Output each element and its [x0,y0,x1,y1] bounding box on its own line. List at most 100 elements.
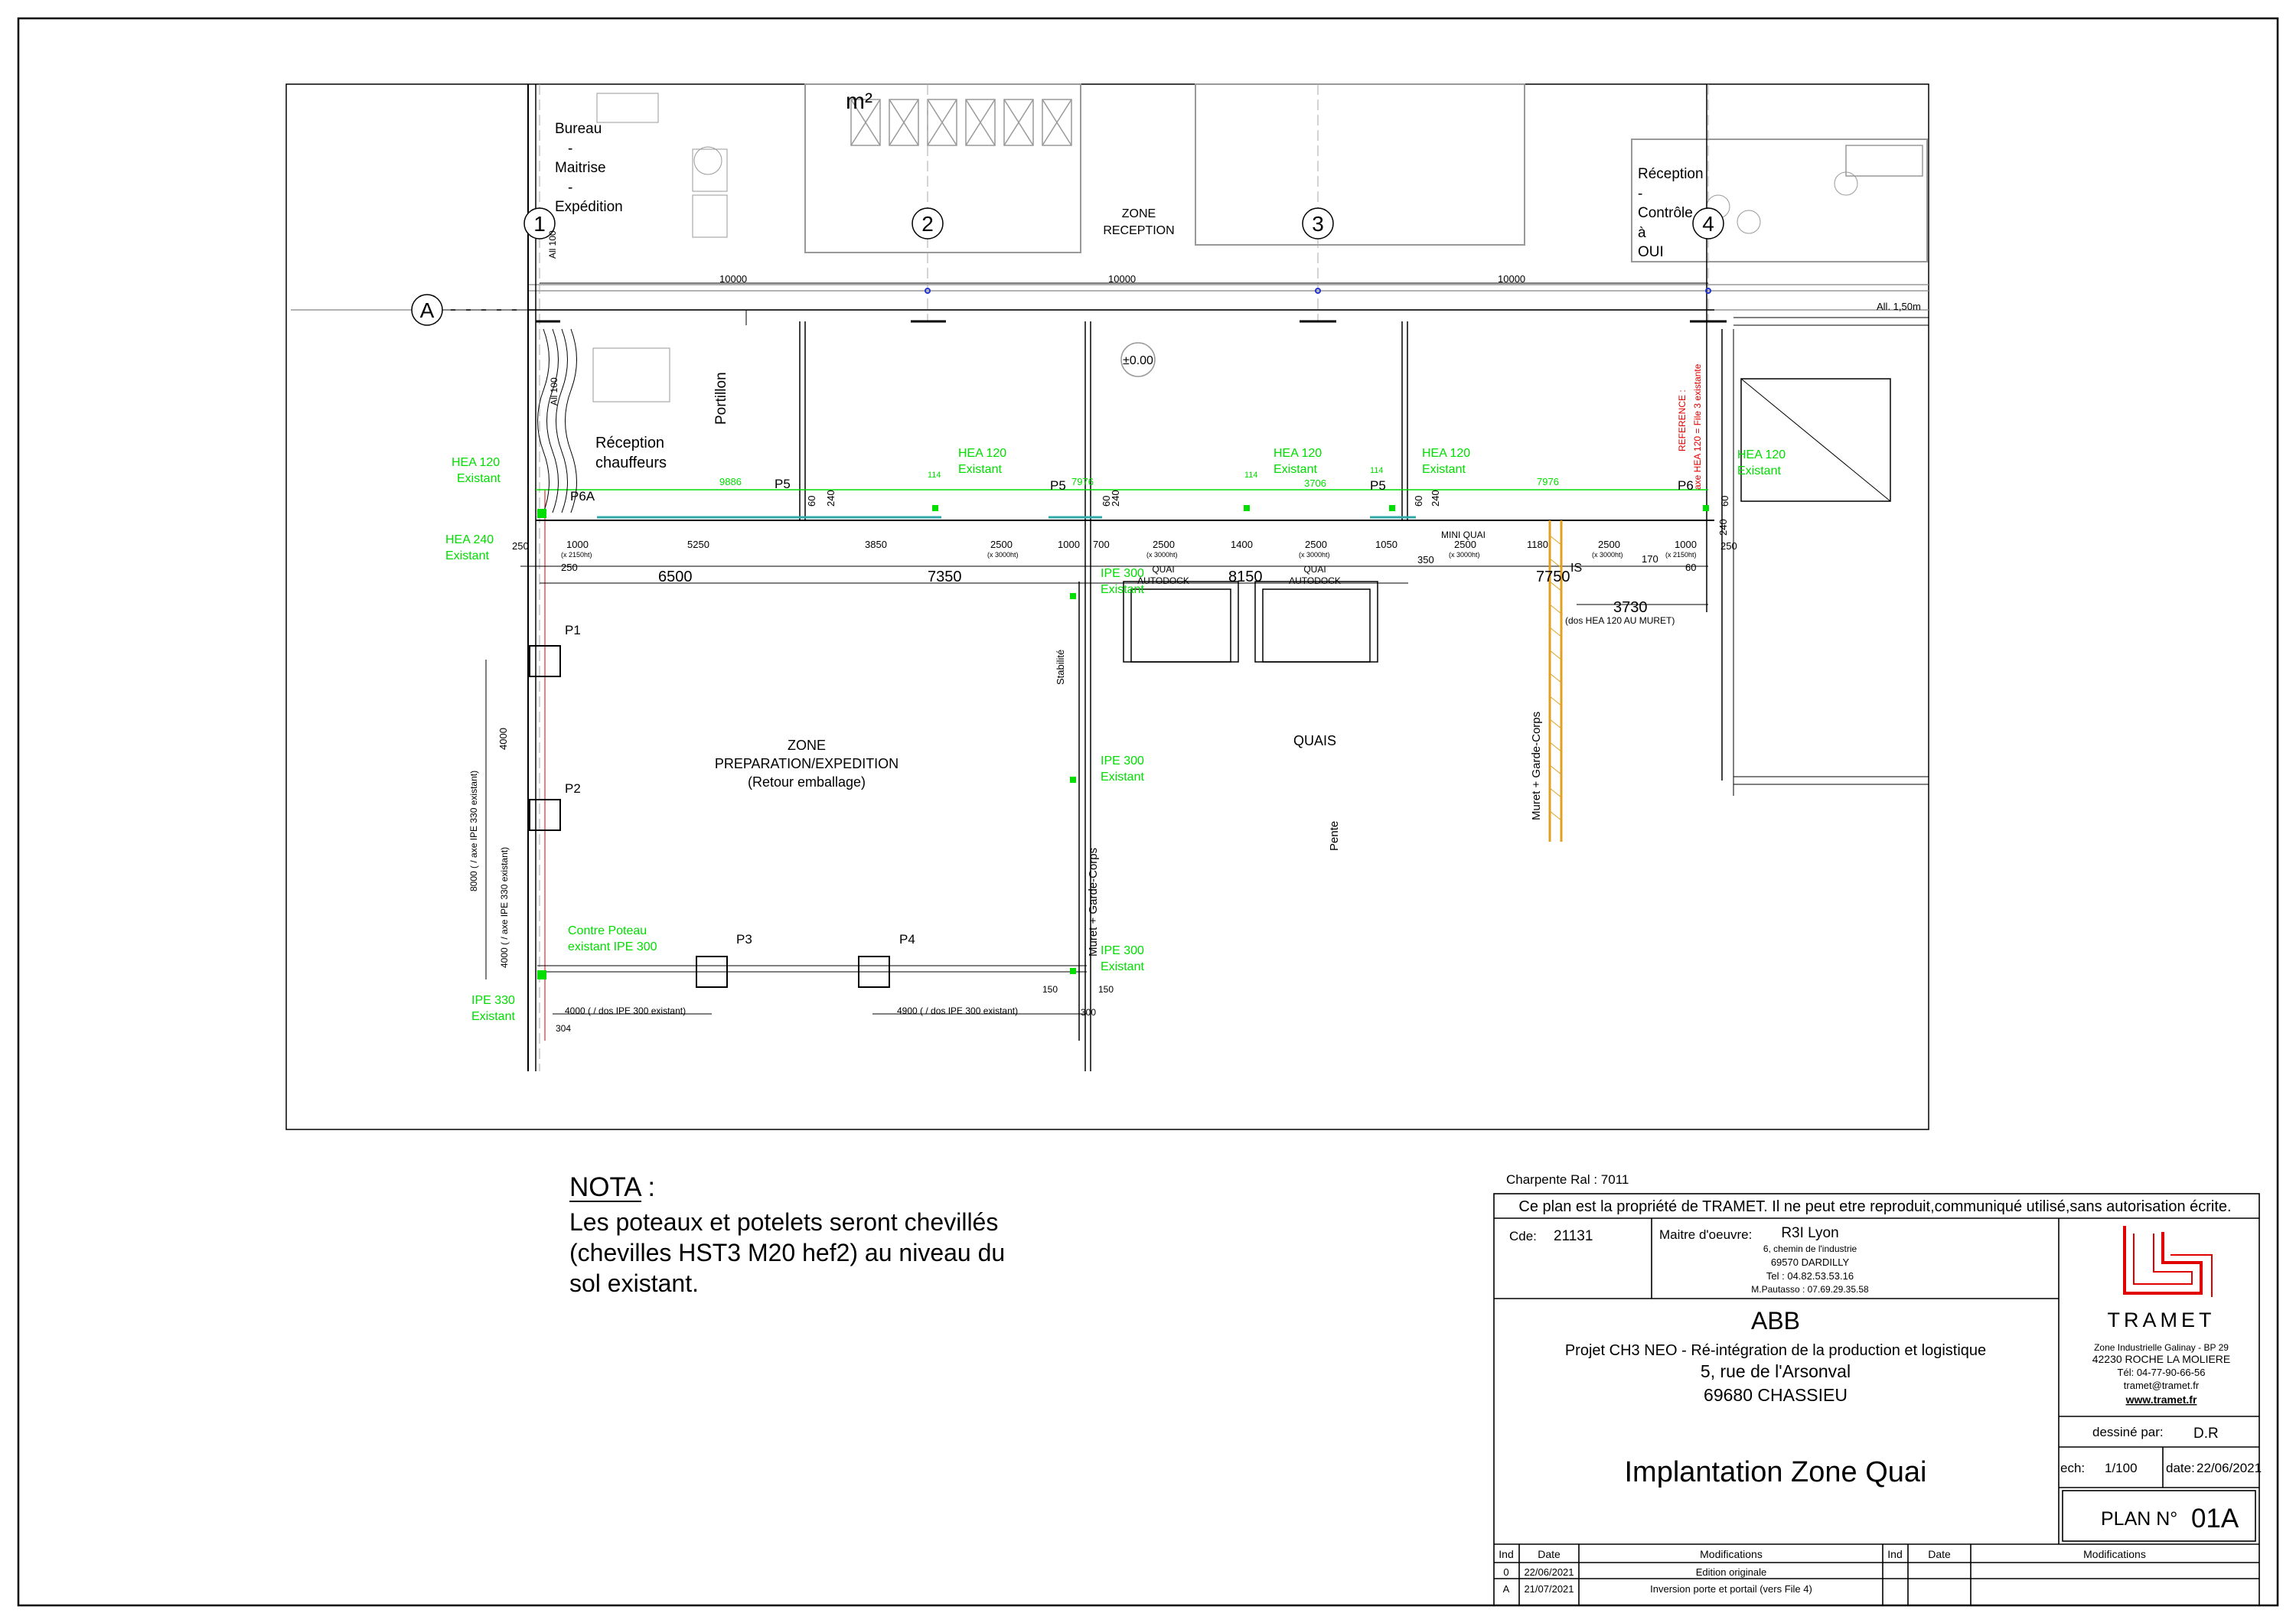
plan-text: 150 [1042,984,1058,995]
nota-line-1: Les poteaux et potelets seront chevillés [569,1208,998,1236]
plan-text: (x 3000ht) [987,551,1019,559]
pente-label: Pente [1328,821,1341,851]
plan-text: QUAI [1303,564,1326,575]
plan-text: 0 [1503,1566,1508,1578]
mini-quai-label: MINI QUAI [1441,530,1486,540]
nota-block: NOTA : Les poteaux et potelets seront ch… [569,1172,1005,1297]
plan-text: 5250 [687,539,709,550]
plan-text: (Retour emballage) [748,774,866,790]
plan-text: Maitrise [555,160,606,176]
plan-text: 2500 [990,539,1013,550]
plan-text: OUI [1638,244,1664,260]
cde-label: Cde: [1509,1229,1537,1243]
client-name: ABB [1751,1307,1800,1335]
company-address: Zone Industrielle Galinay - BP 29 [2094,1342,2229,1353]
property-notice: Ce plan est la propriété de TRAMET. Il n… [1518,1198,2231,1215]
plan-text: A [1503,1583,1510,1595]
plan-text: 10000 [719,273,747,285]
table-row: 0 22/06/2021 Edition originale [1503,1566,1766,1578]
plan-text: - [568,141,572,157]
plan-text: 304 [556,1023,571,1034]
plan-text: 3850 [865,539,887,550]
plan-text: P1 [565,623,581,637]
plan-text: Existant [1274,463,1317,476]
plan-text: PREPARATION/EXPEDITION [715,756,899,771]
room-reception-chauffeurs: Réception chauffeurs [595,435,667,471]
charpente-ral: Charpente Ral : 7011 [1506,1172,1629,1187]
plan-text: (x 2150ht) [1665,551,1697,559]
moe-tel: Tel : 04.82.53.53.16 [1766,1270,1854,1282]
plan-text: 2500 [1454,539,1476,550]
zone-reception-label: ZONE RECEPTION [1103,207,1174,237]
level-label: ±0.00 [1123,354,1153,367]
rev-header-ind-2: Ind [1887,1548,1902,1560]
post-p2 [529,799,561,831]
plan-text: 1180 [1527,539,1548,550]
plan-text: 60 [1413,496,1424,507]
plan-title: Implantation Zone Quai [1624,1456,1926,1488]
moe-city: 69570 DARDILLY [1771,1256,1850,1268]
rev-header-date-2: Date [1928,1548,1951,1560]
date-value: 22/06/2021 [2197,1461,2262,1475]
plan-text: P4 [899,932,915,947]
plan-text: Existant [457,472,501,485]
axis-4-label: 4 [1702,212,1714,236]
moe-contact: M.Pautasso : 07.69.29.35.58 [1751,1284,1869,1295]
plan-text: 170 [1642,553,1658,565]
sheet-border [17,17,2279,1607]
room-area-label: m² [846,89,872,114]
plan-text: QUAI [1152,564,1174,575]
company-tel: Tél: 04-77-90-66-56 [2118,1367,2206,1378]
plan-text: AUTODOCK [1289,575,1341,586]
plan-text: 1000 [1058,539,1080,550]
table-row: A 21/07/2021 Inversion porte et portail … [1503,1583,1812,1595]
date-label: date: [2166,1461,2195,1475]
plan-text: 7976 [1537,476,1559,487]
all100-label-bottom: All 100 [549,377,559,406]
company-web: www.tramet.fr [2125,1393,2197,1406]
quai-autodock-1: QUAI AUTODOCK [1137,564,1189,586]
plan-text: Existant [445,549,489,562]
plan-text: 4900 ( / dos IPE 300 existant) [897,1005,1018,1016]
plan-text: 150 [1098,984,1114,995]
plan-text: chauffeurs [595,455,667,471]
post-labels: P6A P5 P5 P5 P6 P1 P2 P3 P4 [565,477,1694,947]
plan-text: - [1638,186,1642,202]
plan-text: IPE 300 [1101,754,1144,768]
plan-text: 250 [1720,540,1737,552]
plan-text: IPE 330 [471,994,515,1007]
axis-3-label: 3 [1312,212,1324,236]
all150-label: All. 1,50m [1877,301,1921,312]
plan-text: IPE 300 [1101,567,1144,580]
rev-header-date: Date [1538,1548,1561,1560]
quai-autodock-2: QUAI AUTODOCK [1289,564,1341,586]
plan-number-label: PLAN N° [2101,1508,2177,1530]
plan-text: Existant [1422,463,1466,476]
ech-label: ech: [2060,1461,2085,1475]
plan-text: 700 [1093,539,1110,550]
plan-text: 60 [1719,496,1730,507]
plan-text: 9886 [719,476,742,487]
plan-text: 7350 [928,569,962,585]
plan-text: 60 [806,496,817,507]
post-p1 [529,645,561,677]
muret-label-right: Muret + Garde-Corps [1530,712,1543,820]
plan-text: 350 [1417,554,1434,565]
title-block: Charpente Ral : 7011 Ce plan est la prop… [1493,1172,2262,1606]
plan-text: HEA 120 [452,456,500,469]
plan-frame [285,83,1929,1130]
axis-a-label: A [420,298,435,322]
muret-label-left: Muret + Garde-Corps [1087,848,1100,957]
plan-text: (x 3000ht) [1299,551,1330,559]
nota-line-2: (chevilles HST3 M20 hef2) au niveau du [569,1239,1005,1266]
moe-name: R3I Lyon [1781,1225,1838,1241]
plan-text: 2500 [1598,539,1620,550]
company-email: tramet@tramet.fr [2124,1380,2200,1391]
plan-text: P5 [775,477,791,491]
plan-text: Existant [471,1010,515,1023]
plan-text: Expédition [555,199,623,215]
plan-text: 2500 [1153,539,1175,550]
moe-address: 6, chemin de l'industrie [1763,1243,1857,1254]
plan-text: 21/07/2021 [1524,1583,1574,1595]
all100-label-top: All 100 [547,230,558,259]
